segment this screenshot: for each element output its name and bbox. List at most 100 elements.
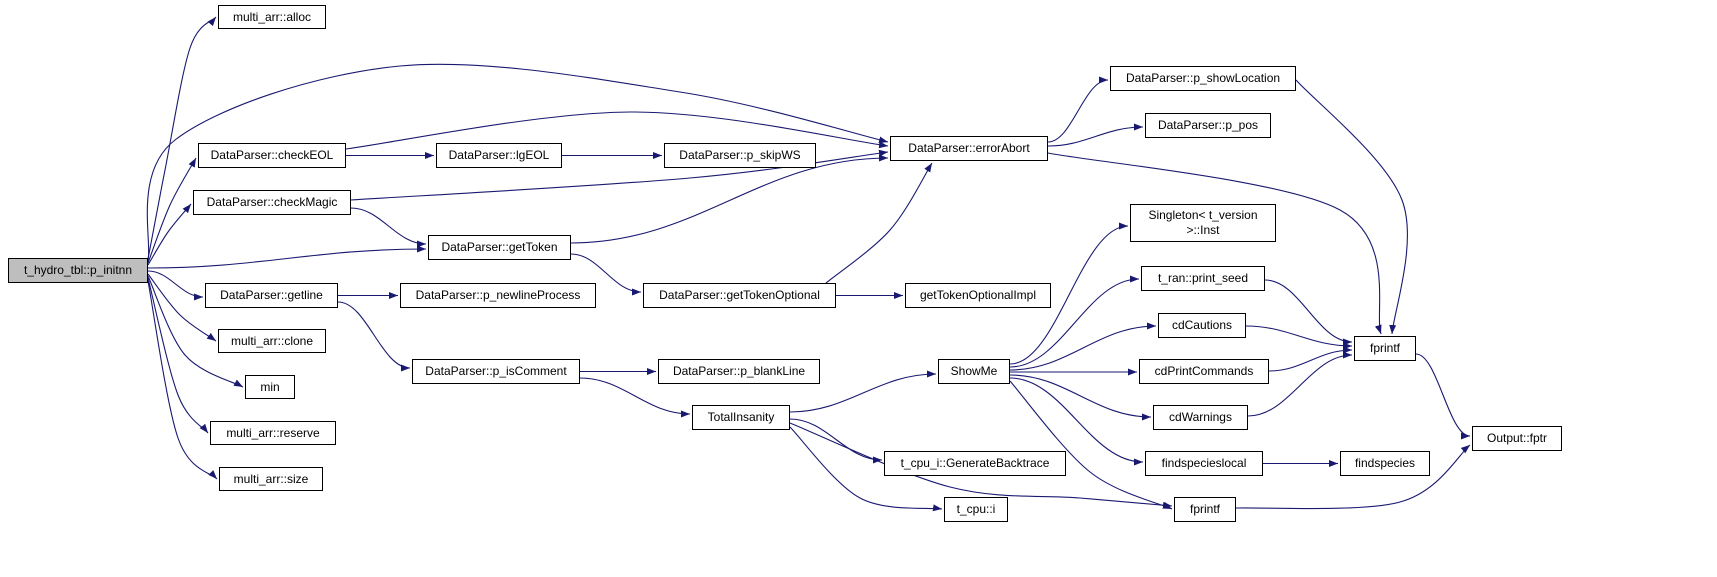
node-GenerateBacktrace[interactable]: t_cpu_i::GenerateBacktrace (884, 451, 1066, 476)
node-min[interactable]: min (245, 375, 295, 399)
node-lgEOL[interactable]: DataParser::lgEOL (436, 143, 562, 168)
edge-fprintf-outputFptr (1415, 353, 1471, 440)
node-p_blankLine[interactable]: DataParser::p_blankLine (658, 359, 820, 384)
edge-p_showLocation-fprintf (1295, 79, 1408, 335)
edge-cdPrintCommands-fprintf (1268, 346, 1353, 372)
edge-TotalInsanity-ShowMe (789, 370, 937, 413)
node-getTokenOptional[interactable]: DataParser::getTokenOptional (643, 283, 836, 308)
node-cdCautions[interactable]: cdCautions (1158, 313, 1246, 338)
edge-p_initnn-checkMagic (147, 203, 192, 266)
node-label: DataParser::p_skipWS (679, 148, 801, 162)
node-label: Singleton< t_version >::Inst (1148, 208, 1258, 237)
node-label: DataParser::checkMagic (206, 195, 338, 209)
node-size[interactable]: multi_arr::size (219, 467, 323, 491)
node-label: DataParser::p_isComment (425, 364, 567, 378)
edge-p_initnn-reserve (147, 277, 209, 434)
edge-TotalInsanity-t_cpu_i (789, 426, 943, 512)
node-label: multi_arr::size (233, 471, 309, 486)
node-p_skipWS[interactable]: DataParser::p_skipWS (664, 143, 816, 168)
node-checkEOL[interactable]: DataParser::checkEOL (198, 143, 346, 168)
node-label: t_hydro_tbl::p_initnn (23, 263, 133, 277)
edge-p_initnn-errorAbort (146, 63, 889, 262)
node-label: getTokenOptionalImpl (919, 288, 1037, 302)
node-p_isComment[interactable]: DataParser::p_isComment (412, 359, 580, 384)
node-print_seed[interactable]: t_ran::print_seed (1141, 266, 1265, 291)
node-label: cdWarnings (1169, 410, 1232, 424)
node-label: fprintf (1189, 502, 1220, 516)
node-fprintf[interactable]: fprintf (1354, 336, 1416, 361)
node-alloc[interactable]: multi_arr::alloc (218, 5, 326, 29)
node-label: cdCautions (1171, 318, 1233, 332)
node-label: multi_arr::clone (230, 333, 314, 348)
node-getTokenOptionalImpl[interactable]: getTokenOptionalImpl (905, 283, 1051, 308)
edge-p_initnn-size (147, 280, 218, 480)
edge-cdWarnings-fprintf (1247, 351, 1353, 417)
node-label: findspecies (1354, 456, 1416, 470)
edge-checkEOL-errorAbort (345, 111, 889, 150)
node-label: DataParser::getline (220, 288, 323, 302)
node-getToken[interactable]: DataParser::getToken (428, 235, 571, 260)
node-p_newlineProcess[interactable]: DataParser::p_newlineProcess (400, 283, 596, 308)
edge-TotalInsanity-fprintf2 (789, 422, 1173, 509)
node-label: DataParser::lgEOL (448, 148, 550, 162)
node-reserve[interactable]: multi_arr::reserve (210, 421, 336, 445)
node-label: DataParser::getTokenOptional (659, 288, 820, 302)
edge-getTokenOptional-errorAbort (825, 162, 933, 284)
edge-ShowMe-fprintf2 (1009, 380, 1173, 510)
edge-cdCautions-fprintf (1245, 325, 1353, 350)
edge-ShowMe-print_seed (1009, 275, 1140, 368)
edge-fprintf2-outputFptr (1235, 444, 1471, 510)
node-getline[interactable]: DataParser::getline (205, 283, 338, 308)
edge-print_seed-fprintf (1264, 279, 1353, 346)
edge-ShowMe-cdWarnings (1009, 374, 1152, 421)
node-errorAbort[interactable]: DataParser::errorAbort (890, 136, 1048, 161)
node-singletonInst[interactable]: Singleton< t_version >::Inst (1130, 204, 1276, 242)
node-label: DataParser::p_blankLine (672, 364, 806, 378)
node-p_showLocation[interactable]: DataParser::p_showLocation (1110, 66, 1296, 91)
node-cdWarnings[interactable]: cdWarnings (1153, 405, 1248, 430)
node-label: multi_arr::reserve (226, 425, 320, 440)
edge-checkMagic-getToken (350, 207, 427, 248)
node-label: TotalInsanity (707, 410, 775, 424)
edge-p_initnn-getToken (147, 245, 427, 269)
node-label: Output::fptr (1486, 431, 1548, 445)
edge-checkMagic-errorAbort (350, 149, 889, 201)
node-label: cdPrintCommands (1154, 364, 1254, 378)
node-label: t_cpu_i::GenerateBacktrace (900, 456, 1050, 470)
edge-TotalInsanity-GenerateBacktrace (789, 418, 883, 464)
node-checkMagic[interactable]: DataParser::checkMagic (193, 190, 351, 215)
node-cdPrintCommands[interactable]: cdPrintCommands (1139, 359, 1269, 384)
edge-p_initnn-min (147, 275, 244, 388)
node-label: min (260, 379, 280, 394)
node-label: DataParser::errorAbort (908, 141, 1030, 155)
node-p_pos[interactable]: DataParser::p_pos (1145, 113, 1271, 138)
node-clone[interactable]: multi_arr::clone (218, 329, 326, 353)
node-TotalInsanity[interactable]: TotalInsanity (692, 405, 790, 430)
node-findspecies[interactable]: findspecies (1340, 451, 1430, 476)
node-label: t_ran::print_seed (1157, 271, 1249, 285)
node-findspecieslocal[interactable]: findspecieslocal (1145, 451, 1263, 476)
edge-ShowMe-singletonInst (1009, 222, 1129, 365)
node-label: ShowMe (950, 364, 998, 378)
node-label: DataParser::p_showLocation (1125, 71, 1281, 85)
node-label: DataParser::checkEOL (210, 148, 334, 162)
edge-p_isComment-TotalInsanity (579, 377, 691, 418)
edge-p_initnn-getline (147, 270, 204, 301)
node-ShowMe[interactable]: ShowMe (938, 359, 1010, 384)
edge-errorAbort-fprintf (1047, 152, 1382, 335)
node-t_cpu_i[interactable]: t_cpu::i (944, 497, 1008, 522)
node-p_initnn: t_hydro_tbl::p_initnn (8, 258, 148, 283)
node-label: t_cpu::i (956, 502, 996, 516)
edge-ShowMe-cdCautions (1009, 322, 1157, 371)
node-label: DataParser::getToken (441, 240, 558, 254)
edge-p_initnn-alloc (147, 16, 217, 260)
node-fprintf2[interactable]: fprintf (1174, 497, 1236, 522)
edge-getline-p_isComment (337, 301, 411, 372)
node-label: findspecieslocal (1161, 456, 1247, 470)
node-label: DataParser::p_newlineProcess (415, 288, 581, 302)
edge-getToken-errorAbort (570, 154, 889, 244)
edge-ShowMe-findspecieslocal (1009, 377, 1144, 466)
node-outputFptr[interactable]: Output::fptr (1472, 426, 1562, 451)
